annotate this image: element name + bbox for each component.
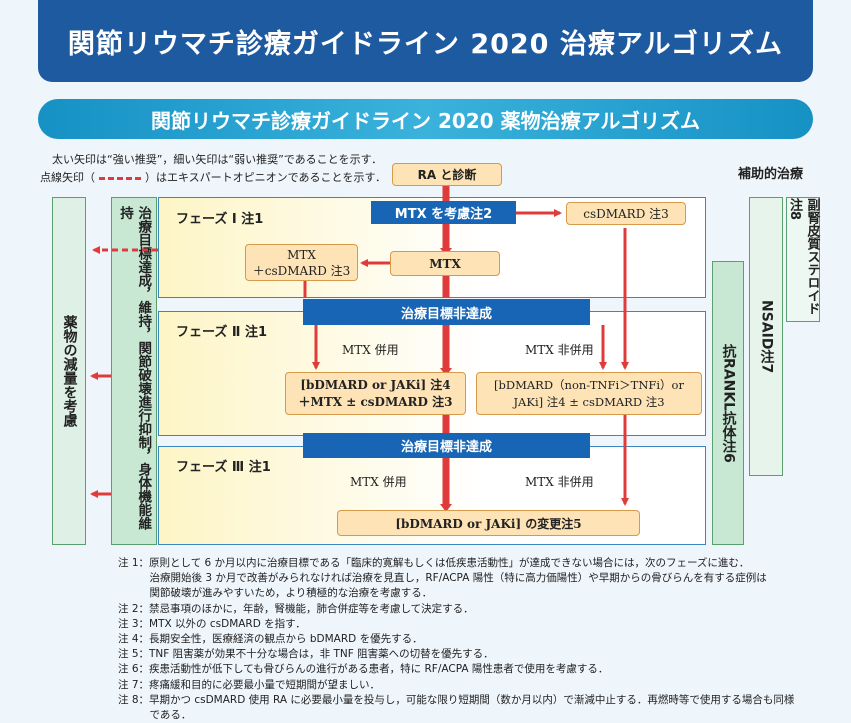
mtx-csdmard-box: MTX ＋csDMARD 注3	[245, 244, 358, 281]
nsaid-column: NSAID注7	[749, 197, 783, 476]
mtx-nocombo-label-2: MTX 非併用	[525, 343, 594, 357]
target-achieved-label: 治療目標達成，維持，関節破壊進行抑制，身体機能維持	[117, 206, 152, 530]
ra-diagnosis-box: RA と診断	[392, 163, 502, 186]
bdmard-change-box: [bDMARD or JAKi] の変更注5	[337, 510, 640, 536]
footnote-line: 注 6：疾患活動性が低下しても骨びらんの進行がある患者，特に RF/ACPA 陽…	[118, 663, 609, 676]
steroid-column: 副腎皮質ステロイド注8	[786, 197, 820, 322]
subtitle-banner: 関節リウマチ診療ガイドライン 2020 薬物治療アルゴリズム	[38, 99, 813, 139]
reduce-drug-column: 薬物の減量を考慮	[52, 197, 86, 545]
bdmard-nocombo-box: [bDMARD（non-TNFi＞TNFi）or JAKi] 注4 ± csDM…	[476, 372, 702, 415]
footnote-line: 注 3：MTX 以外の csDMARD を指す．	[118, 617, 306, 630]
legend-line-2: 点線矢印（ ）はエキスパートオピニオンであることを示す．	[40, 169, 386, 185]
footnotes: 注 1：原則として 6 か月以内に治療目標である「臨床的寛解もしくは低疾患活動性…	[118, 556, 818, 723]
legend-line-1: 太い矢印は“強い推奨”，細い矢印は“弱い推奨”であることを示す．	[52, 153, 383, 166]
phase-3-label: フェーズ Ⅲ 注1	[176, 460, 271, 475]
aux-header: 補助的治療	[738, 167, 804, 182]
mtx-box: MTX	[390, 251, 500, 276]
anti-rankl-column: 抗RANKL抗体注6	[712, 261, 744, 545]
page-title: 関節リウマチ診療ガイドライン 2020 治療アルゴリズム	[38, 0, 813, 82]
anti-rankl-label: 抗RANKL抗体注6	[720, 343, 737, 463]
mtx-combo-label-3: MTX 併用	[350, 475, 407, 489]
phase-1-label: フェーズ Ⅰ 注1	[176, 212, 264, 227]
footnote-line: 注 2：禁忌事項のほかに，年齢，腎機能，肺合併症等を考慮して決定する．	[118, 602, 474, 615]
target-not-achieved-2: 治療目標非達成	[303, 433, 590, 458]
footnote-line: 注 1：原則として 6 か月以内に治療目標である「臨床的寛解もしくは低疾患活動性…	[118, 557, 750, 569]
mtx-combo-label-2: MTX 併用	[342, 343, 399, 357]
dashed-arrow-sample	[99, 176, 141, 180]
target-not-achieved-1: 治療目標非達成	[303, 299, 590, 325]
footnote-line: 注 4：長期安全性，医療経済の観点から bDMARD を優先する．	[118, 633, 423, 646]
footnote-line: 注 5：TNF 阻害薬が効果不十分な場合は，非 TNF 阻害薬への切替を優先する…	[118, 648, 494, 661]
legend-line-2a: 点線矢印（	[40, 171, 95, 184]
steroid-label: 副腎皮質ステロイド注8	[787, 198, 820, 315]
footnote-line: 関節破壊が進みやすいため，より積極的な治療を考慮する．	[118, 587, 433, 600]
footnote-line: 注 7：疼痛緩和目的に必要最小量で短期間が望ましい．	[118, 678, 381, 691]
mtx-nocombo-label-3: MTX 非併用	[525, 475, 594, 489]
nsaid-label: NSAID注7	[758, 299, 775, 374]
footnote-line: である．	[118, 709, 192, 722]
phase-2-label: フェーズ Ⅱ 注1	[176, 325, 268, 340]
target-achieved-column: 治療目標達成，維持，関節破壊進行抑制，身体機能維持	[111, 197, 157, 545]
reduce-drug-label: 薬物の減量を考慮	[61, 315, 78, 427]
csdmard-box: csDMARD 注3	[566, 202, 686, 225]
footnote-line: 治療開始後 3 か月で改善がみられなければ治療を見直し，RF/ACPA 陽性（特…	[118, 572, 767, 585]
mtx-consider-box: MTX を考慮注2	[371, 201, 516, 224]
legend-line-2b: ）はエキスパートオピニオンであることを示す．	[145, 171, 387, 184]
bdmard-combo-box: [bDMARD or JAKi] 注4 ＋MTX ± csDMARD 注3	[285, 372, 466, 415]
footnote-line: 注 8：早期かつ csDMARD 使用 RA に必要最小量を投与し，可能な限り短…	[118, 693, 795, 706]
